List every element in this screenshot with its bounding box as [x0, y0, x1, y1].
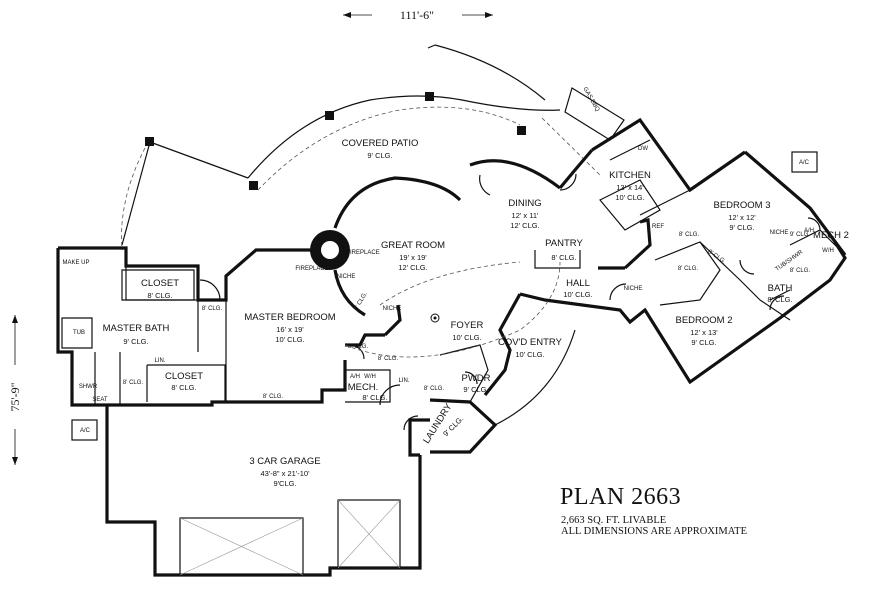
- clg-label-9b: 9' CLG.: [790, 232, 810, 238]
- clg-label-e: 8' CLG.: [424, 386, 444, 392]
- niche-label-4: NICHE: [770, 230, 789, 236]
- plan-title: PLAN 2663: [560, 484, 682, 510]
- bedroom2-clg: 9' CLG.: [691, 338, 716, 347]
- make-up-label: MAKE UP: [62, 260, 89, 266]
- fireplace-indoor-label: FIREPLACE: [346, 250, 379, 256]
- bedroom2-size: 12' x 13': [690, 328, 718, 337]
- bath-name: BATH: [768, 283, 793, 294]
- foyer-clg: 10' CLG.: [452, 333, 481, 342]
- fireplace-symbol: [310, 230, 440, 323]
- clg-label-i: 8' CLG.: [790, 268, 810, 274]
- clg-label-j: 8' CLG.: [348, 344, 368, 350]
- master-bedroom-name: MASTER BEDROOM: [244, 312, 335, 323]
- width-dimension-label: 111'-6": [400, 8, 434, 22]
- mech-clg: 8' CLG.: [362, 393, 387, 402]
- wh-label-1: W/H: [364, 374, 376, 380]
- kitchen-clg: 10' CLG.: [615, 193, 644, 202]
- plan-livable-area: 2,663 SQ. FT. LIVABLE: [561, 515, 667, 526]
- foyer-name: FOYER: [451, 320, 484, 331]
- dining-clg: 12' CLG.: [510, 221, 539, 230]
- pwdr-name: PWDR: [461, 373, 490, 384]
- clg-label-c: 8' CLG.: [263, 394, 283, 400]
- master-bath-name: MASTER BATH: [103, 323, 170, 334]
- clg-label-h: 8' CLG.: [707, 249, 727, 266]
- seat-label: SEAT: [92, 397, 108, 403]
- clg-label-d: 8' CLG.: [378, 356, 398, 362]
- hall-clg: 10' CLG.: [563, 290, 592, 299]
- great-room-size: 19' x 19': [399, 253, 427, 262]
- plan-note: ALL DIMENSIONS ARE APPROXIMATE: [561, 526, 748, 537]
- great-room-clg: 12' CLG.: [398, 263, 427, 272]
- entry-curve: [344, 261, 576, 426]
- tub-label: TUB: [73, 330, 85, 336]
- ac-label-1: A/C: [80, 428, 91, 434]
- closet-bottom-clg: 8' CLG.: [171, 383, 196, 392]
- master-bedroom-clg: 10' CLG.: [275, 335, 304, 344]
- mech2-name: MECH 2: [813, 230, 849, 241]
- niche-label-3: NICHE: [624, 286, 643, 292]
- gas-bbq-label: GAS BBQ: [582, 86, 601, 113]
- bedroom3-clg: 9' CLG.: [729, 223, 754, 232]
- clg-label-a: 8' CLG.: [202, 306, 222, 312]
- hall-name: HALL: [566, 278, 590, 289]
- garage-doors: [179, 499, 401, 576]
- covd-entry-clg: 10' CLG.: [515, 350, 544, 359]
- master-bedroom-size: 16' x 19': [276, 325, 304, 334]
- bedroom3-name: BEDROOM 3: [713, 200, 770, 211]
- clg-label-f: 8' CLG.: [679, 232, 699, 238]
- door-swings: [199, 173, 821, 431]
- bath-clg: 8' CLG.: [767, 295, 792, 304]
- covd-entry-name: COV'D ENTRY: [498, 337, 563, 348]
- depth-dimension: 75'-9": [7, 315, 23, 465]
- niche-label-2: NICHE: [383, 306, 402, 312]
- ac-label-2: A/C: [799, 160, 810, 166]
- closet-bottom-name: CLOSET: [165, 371, 203, 382]
- covered-patio-name: COVERED PATIO: [342, 138, 419, 149]
- fireplace-outdoor-label: FIREPLACE: [295, 266, 328, 272]
- garage-name: 3 CAR GARAGE: [249, 456, 320, 467]
- kitchen-size: 13' x 14': [616, 183, 644, 192]
- clg-label-b: 8' CLG.: [123, 380, 143, 386]
- closet-top-clg: 8' CLG.: [147, 291, 172, 300]
- covered-patio-clg: 9' CLG.: [367, 151, 392, 160]
- ah-label-1: A/H: [350, 374, 360, 380]
- shwr-label: SHWR: [79, 384, 98, 390]
- lin-label-1: LIN.: [154, 358, 165, 364]
- dining-name: DINING: [508, 198, 541, 209]
- width-dimension: 111'-6": [343, 7, 493, 23]
- clg-label-g: 8' CLG.: [678, 266, 698, 272]
- master-bath-clg: 9' CLG.: [123, 337, 148, 346]
- wh-label-2: W/H: [822, 248, 834, 254]
- pantry-name: PANTRY: [545, 238, 583, 249]
- bedroom3-size: 12' x 12': [728, 213, 756, 222]
- interior-walls: [61, 139, 839, 405]
- exterior-walls: [56, 117, 847, 577]
- dining-size: 12' x 11': [512, 211, 539, 220]
- mech-name: MECH.: [348, 382, 379, 393]
- garage-clg: 9'CLG.: [273, 479, 296, 488]
- great-room-name: GREAT ROOM: [381, 240, 445, 251]
- clg-label-9a: 9' CLG.: [353, 291, 368, 312]
- garage-size: 43'-8" x 21'-10': [260, 469, 310, 478]
- closet-top-name: CLOSET: [141, 278, 179, 289]
- pwdr-clg: 9' CLG.: [463, 385, 488, 394]
- ac-units: [71, 151, 818, 441]
- depth-dimension-label: 75'-9": [8, 382, 22, 411]
- pantry-clg: 8' CLG.: [551, 253, 576, 262]
- bedroom2-name: BEDROOM 2: [675, 315, 732, 326]
- niche-label-1: NICHE: [337, 274, 356, 280]
- kitchen-name: KITCHEN: [609, 170, 651, 181]
- lin-label-2: LIN.: [398, 378, 409, 384]
- ref-label: REF: [652, 224, 664, 230]
- ah-label-2: A/H: [804, 228, 814, 234]
- dw-label: DW: [638, 146, 648, 152]
